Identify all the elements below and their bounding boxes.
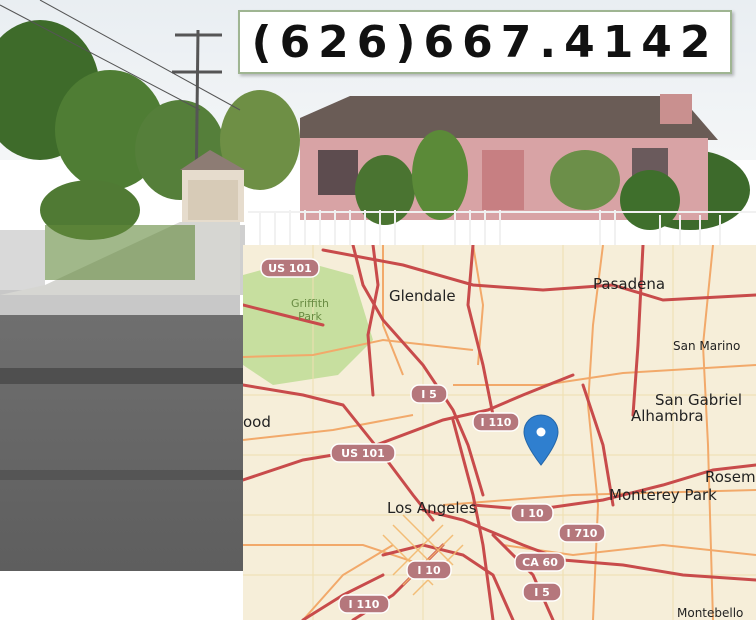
svg-text:I 10: I 10: [520, 507, 544, 520]
svg-text:US 101: US 101: [341, 447, 385, 460]
label-san-gabriel: San Gabriel: [655, 391, 742, 409]
phone-number-box: (626)667.4142: [238, 10, 732, 74]
label-monterey-park: Monterey Park: [609, 486, 717, 504]
shield-us101-top: US 101: [260, 258, 320, 278]
label-los-angeles: Los Angeles: [387, 499, 477, 517]
svg-text:US 101: US 101: [268, 262, 312, 275]
location-marker-icon[interactable]: [523, 414, 559, 466]
shield-i5-bottom: I 5: [522, 582, 562, 602]
route-shields: US 101 I 5 I 110 US 101 I 10 I 710: [260, 258, 606, 614]
fence: [248, 210, 756, 245]
shield-ca60: CA 60: [514, 552, 566, 572]
label-alhambra: Alhambra: [631, 407, 704, 425]
map-panel[interactable]: US 101 I 5 I 110 US 101 I 10 I 710: [243, 245, 756, 620]
label-pasadena: Pasadena: [593, 275, 665, 293]
major-roads: [243, 245, 756, 620]
svg-text:I 110: I 110: [349, 598, 380, 611]
shield-i5-mid: I 5: [410, 384, 448, 404]
shield-i710: I 710: [558, 523, 606, 543]
svg-text:I 5: I 5: [534, 586, 550, 599]
shield-us101-left: US 101: [330, 443, 396, 463]
shield-i110-mid: I 110: [472, 412, 520, 432]
label-san-marino: San Marino: [673, 339, 740, 353]
shield-i110-bottom: I 110: [338, 594, 390, 614]
svg-text:I 710: I 710: [567, 527, 598, 540]
garage: [180, 150, 245, 222]
label-hollywood: ood: [243, 413, 271, 431]
label-montebello: Montebello: [677, 606, 743, 620]
shield-i10-bottom: I 10: [406, 560, 452, 580]
label-rosemead: Rosem: [705, 468, 756, 486]
label-glendale: Glendale: [389, 287, 456, 305]
svg-text:CA 60: CA 60: [522, 556, 558, 569]
svg-text:I 5: I 5: [421, 388, 437, 401]
svg-text:I 110: I 110: [481, 416, 512, 429]
svg-text:I 10: I 10: [417, 564, 441, 577]
shield-i10-right: I 10: [510, 503, 554, 523]
phone-number: (626)667.4142: [251, 16, 719, 68]
